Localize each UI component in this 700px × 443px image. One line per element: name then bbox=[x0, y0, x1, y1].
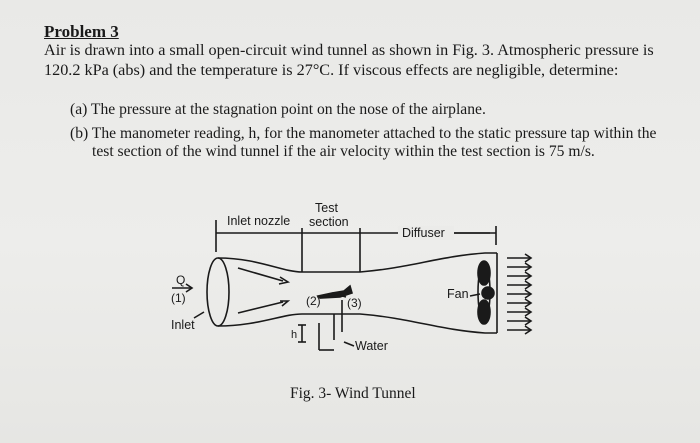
statement-line-2: 120.2 kPa (abs) and the temperature is 2… bbox=[44, 61, 619, 79]
label-fan: Fan bbox=[447, 287, 469, 301]
label-inlet: Inlet bbox=[171, 318, 195, 332]
q-arrowhead bbox=[185, 283, 194, 293]
problem-statement: Air is drawn into a small open-circuit w… bbox=[44, 40, 684, 80]
question-a: (a) The pressure at the stagnation point… bbox=[70, 101, 486, 118]
question-b-line-1: (b) The manometer reading, h, for the ma… bbox=[70, 125, 657, 142]
problem-title: Problem 3 bbox=[44, 22, 119, 41]
label-point-2: (2) bbox=[306, 294, 321, 308]
tunnel-lower-wall bbox=[217, 313, 497, 334]
water-leader bbox=[343, 341, 355, 347]
label-inlet-nozzle: Inlet nozzle bbox=[227, 214, 290, 228]
label-test: Test bbox=[315, 201, 338, 215]
tunnel-upper-wall bbox=[217, 252, 497, 273]
inlet-opening bbox=[206, 257, 230, 327]
streamline bbox=[237, 267, 284, 282]
fan-blade-upper bbox=[477, 260, 491, 286]
diffuser-label-bg bbox=[398, 226, 454, 240]
label-point-1: (1) bbox=[171, 291, 186, 305]
exhaust-arrows bbox=[507, 253, 533, 335]
streamline bbox=[237, 301, 284, 314]
question-b-line-2: test section of the wind tunnel if the a… bbox=[92, 143, 595, 160]
fan-leader bbox=[469, 293, 481, 297]
label-q: Q bbox=[176, 273, 185, 287]
airplane-model bbox=[316, 284, 353, 299]
label-diffuser: Diffuser bbox=[402, 226, 445, 240]
streamline-arrowhead bbox=[278, 276, 291, 285]
inlet-leader bbox=[193, 311, 205, 319]
label-h: h bbox=[291, 329, 297, 341]
fan-blade-lower bbox=[477, 299, 491, 325]
streamline-arrowhead bbox=[280, 300, 291, 307]
label-point-3: (3) bbox=[347, 296, 362, 310]
label-section: section bbox=[309, 215, 349, 229]
airplane-wing bbox=[331, 292, 347, 298]
figure-caption: Fig. 3- Wind Tunnel bbox=[290, 385, 416, 402]
label-water: Water bbox=[355, 339, 388, 353]
statement-line-1: Air is drawn into a small open-circuit w… bbox=[44, 41, 654, 59]
fan-hub bbox=[481, 286, 495, 300]
